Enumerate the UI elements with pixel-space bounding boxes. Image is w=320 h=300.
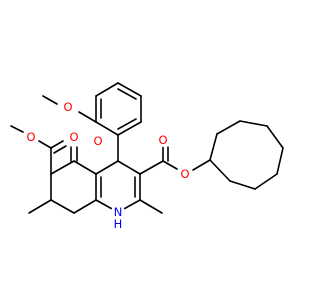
- bond-chp-1: [209, 133, 218, 161]
- bond-c7-methyl: [28, 199, 52, 214]
- bond-c2-n1: [121, 199, 141, 211]
- atom-label-o-ester-left-ether: O: [26, 130, 35, 144]
- bond-methoxy-methyl: [42, 95, 58, 105]
- bond-chp-4: [266, 125, 284, 149]
- bond-chp-7: [229, 180, 256, 190]
- atom-o-methoxy: O: [61, 100, 75, 114]
- atom-o-ester-left-carbonyl: O: [67, 130, 81, 144]
- molecule-structure: O O O O O O N H: [10, 82, 284, 231]
- bond-chp-2: [216, 120, 241, 135]
- atom-labels: O O O O O O N H: [24, 100, 192, 231]
- bond-c3-ester-c: [139, 160, 164, 175]
- atom-label-o-methoxy: O: [63, 100, 72, 114]
- bond-ester-left-carbonyl-double: [53, 145, 67, 154]
- bond-chp-5: [276, 147, 284, 175]
- atom-o-ester-left-ether: O: [24, 130, 38, 144]
- bond-ester-left-ether: [38, 140, 52, 149]
- bond-aryl-2: [95, 82, 119, 97]
- bond-c5-c6: [50, 160, 75, 175]
- bond-aryl-3: [117, 82, 142, 97]
- bond-aryl-5-double: [117, 118, 137, 130]
- bond-chp-6: [254, 173, 278, 190]
- atom-label-o-ester-right-carbonyl: O: [158, 133, 167, 147]
- bond-c4a-c4: [95, 160, 119, 175]
- bond-c4-c3: [117, 160, 141, 175]
- bond-c7-c8: [50, 199, 75, 214]
- bond-ether-cycloheptyl: [192, 159, 211, 171]
- bonds: [10, 82, 284, 214]
- atom-o-ketone: O: [91, 134, 105, 148]
- bond-c8-c8a: [73, 199, 97, 214]
- atom-label-n-ring: N: [114, 205, 123, 219]
- bond-n1-c8a: [95, 199, 115, 211]
- bond-c2-methyl: [139, 199, 163, 214]
- bond-ester-right-ether: [162, 160, 178, 170]
- atom-label-o-ketone: O: [93, 134, 102, 148]
- bond-chp-3: [239, 120, 268, 127]
- bond-methoxy-o: [78, 111, 97, 123]
- atom-label-o-ester-right-ether: O: [180, 167, 189, 181]
- bond-chp-8: [209, 159, 231, 182]
- molecule-canvas: O O O O O O N H: [10, 82, 284, 231]
- bond-aryl-5: [117, 121, 142, 136]
- atom-n-ring: N H: [111, 205, 125, 231]
- bond-ester-left-carbonyl: [50, 140, 64, 149]
- bond-ester-left-methyl: [10, 125, 24, 133]
- bond-aryl-6: [95, 121, 119, 136]
- bond-aryl-3-double: [117, 88, 137, 100]
- atom-label-h-ring: H: [114, 217, 123, 231]
- atom-o-ester-right-ether: O: [178, 167, 192, 181]
- atom-label-o-ester-left-carbonyl: O: [69, 130, 78, 144]
- atom-o-ester-right-carbonyl: O: [156, 133, 170, 147]
- bond-c4a-c5: [73, 160, 97, 175]
